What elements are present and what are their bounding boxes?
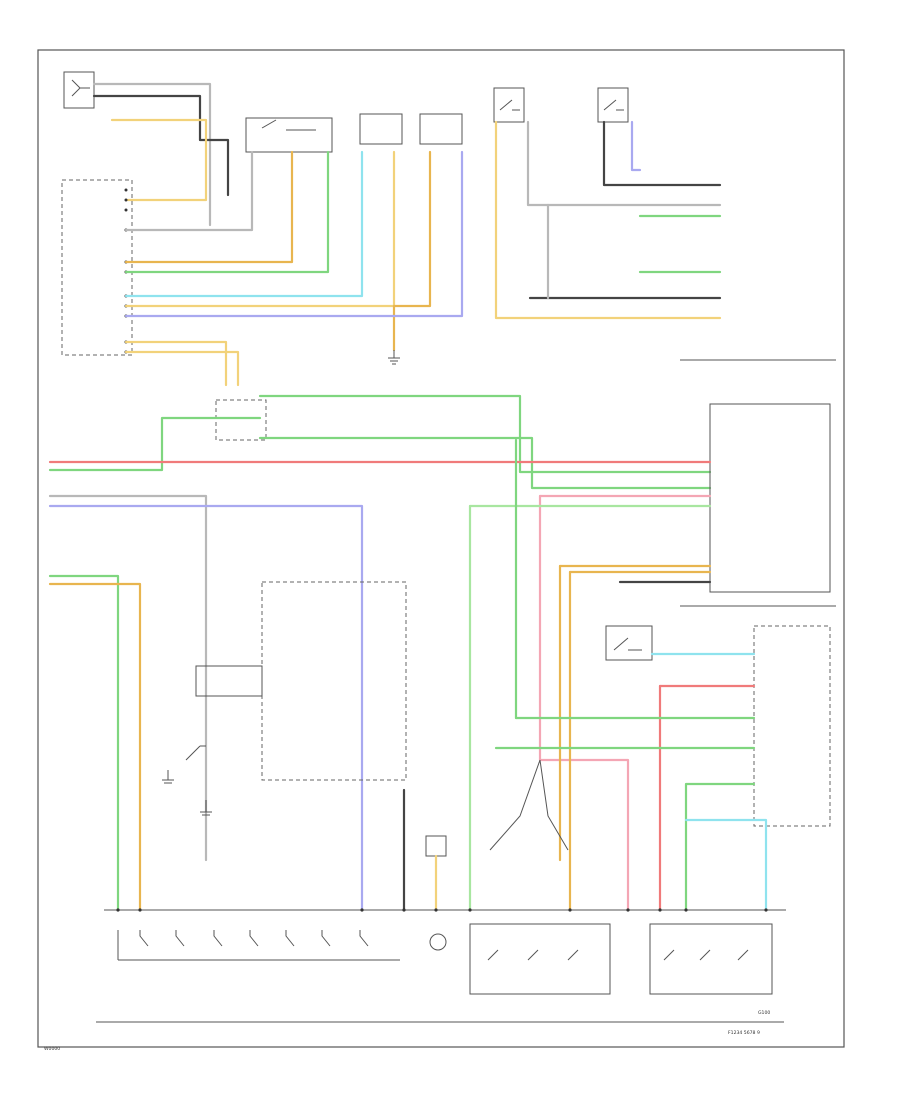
center-switch	[185, 745, 206, 761]
wire-gray-top	[124, 150, 254, 232]
switch-module-top	[245, 117, 333, 153]
control-module-right	[709, 403, 831, 593]
bottom-switch-right-contacts	[663, 949, 749, 961]
bottom-switch-bank-center	[469, 923, 611, 995]
wire-orange-mid	[392, 150, 432, 352]
page-code-label: W0000	[44, 1046, 60, 1052]
wire-green-lower-3	[684, 782, 756, 912]
bottom-switch-bank-right	[649, 923, 773, 995]
center-connector	[195, 665, 263, 697]
switch-right-lower	[613, 637, 642, 651]
wire-orange-top	[124, 150, 294, 264]
footer-code-label: F1234 5678 9	[728, 1030, 760, 1036]
wire-pink-vertical	[538, 494, 630, 912]
wire-green-splice-1	[258, 394, 712, 474]
wire-yellow-lower-2	[124, 350, 240, 387]
wire-cyan	[124, 150, 364, 298]
relay-box-1	[493, 87, 525, 123]
wire-gray-left	[48, 494, 208, 862]
sensor-box-top-left	[63, 71, 95, 109]
wire-yellow-right	[494, 120, 722, 320]
relay-switch-1	[499, 99, 520, 111]
relay-switch-2	[603, 99, 624, 111]
wire-cyan-lower-2	[684, 818, 768, 912]
wire-green-top	[124, 150, 330, 274]
fuse-box-2	[419, 113, 463, 145]
fuse-box-1	[359, 113, 403, 145]
bottom-switch-center-contacts	[487, 949, 579, 961]
wire-blue-top	[124, 150, 464, 318]
ground-label: G100	[758, 1010, 770, 1016]
bottom-gauge	[429, 933, 447, 951]
sensor-wire-1	[92, 82, 212, 227]
sensor-symbol	[71, 79, 90, 97]
relay-box-2	[597, 87, 629, 123]
small-component-center	[425, 835, 447, 857]
wire-black-right	[602, 120, 722, 187]
instrument-module-right	[753, 625, 831, 827]
sensor-wire-yellow	[110, 118, 208, 202]
center-module	[261, 581, 407, 781]
wire-blue-right	[630, 120, 642, 172]
wire-yellow-lower	[124, 340, 228, 387]
wire-blue-left	[48, 504, 364, 912]
wire-gray-right	[526, 120, 722, 207]
bottom-switch-row-left	[117, 930, 400, 961]
switch-box-right-lower	[605, 625, 653, 661]
wire-orange-lower-left	[48, 582, 142, 912]
wire-green-splice-2	[48, 416, 262, 472]
wire-green-lower-left	[48, 574, 120, 912]
ground-center	[388, 350, 400, 365]
bottom-pins	[116, 908, 768, 912]
diagram-frame	[37, 49, 845, 1048]
sensor-wire-2	[92, 94, 230, 197]
fuse-link-diagonal	[489, 759, 569, 851]
ground-left-1	[162, 770, 174, 784]
connector-block-left	[61, 179, 133, 356]
switch-contact	[261, 119, 316, 131]
ground-left-2	[200, 800, 212, 816]
splice-block	[215, 399, 267, 441]
